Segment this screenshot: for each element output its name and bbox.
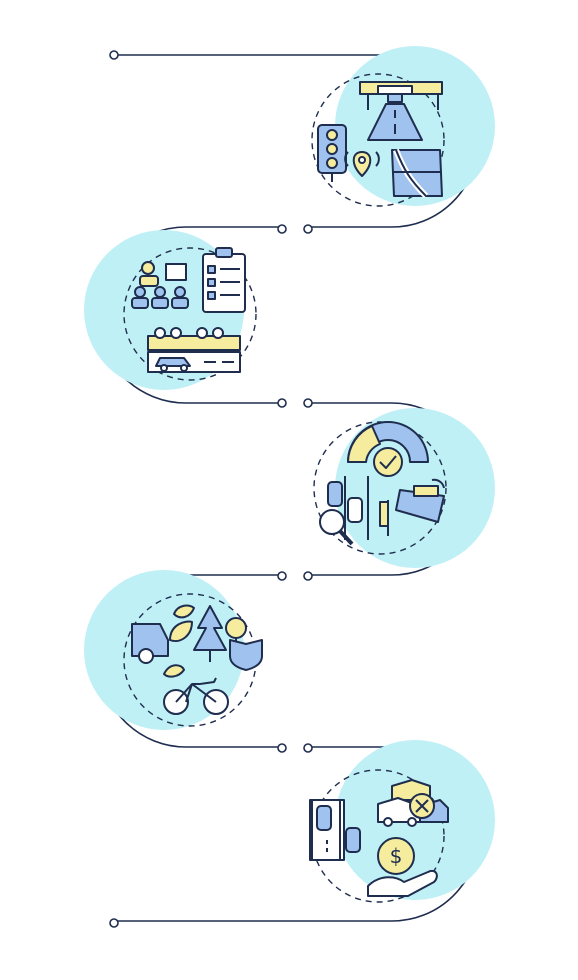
step-4 bbox=[84, 570, 263, 730]
connector-dot bbox=[303, 224, 313, 234]
connector-dot bbox=[277, 571, 287, 581]
connector-dot-start bbox=[109, 50, 119, 60]
step-1-dashed-ring bbox=[311, 73, 445, 207]
smart-traffic-icon bbox=[317, 81, 443, 199]
step-2 bbox=[84, 230, 257, 390]
connector-dot bbox=[277, 398, 287, 408]
step-2-dashed-ring bbox=[123, 247, 257, 381]
speed-enforcement-icon bbox=[319, 421, 445, 546]
connector-dots bbox=[109, 50, 313, 928]
connector-dot bbox=[303, 571, 313, 581]
step-5: $ bbox=[309, 740, 495, 903]
connector-dot bbox=[277, 743, 287, 753]
connector-dot bbox=[303, 743, 313, 753]
congestion-pricing-icon bbox=[309, 779, 449, 897]
connector-dot bbox=[303, 398, 313, 408]
green-mobility-icon bbox=[131, 604, 263, 715]
currency-symbol: $ bbox=[390, 844, 403, 868]
connector-dot bbox=[277, 224, 287, 234]
step-3 bbox=[313, 408, 495, 568]
step-5-dashed-ring bbox=[311, 769, 445, 903]
connector-dot-end bbox=[109, 918, 119, 928]
step-1 bbox=[311, 46, 495, 207]
transport-planning-icon bbox=[131, 247, 246, 373]
